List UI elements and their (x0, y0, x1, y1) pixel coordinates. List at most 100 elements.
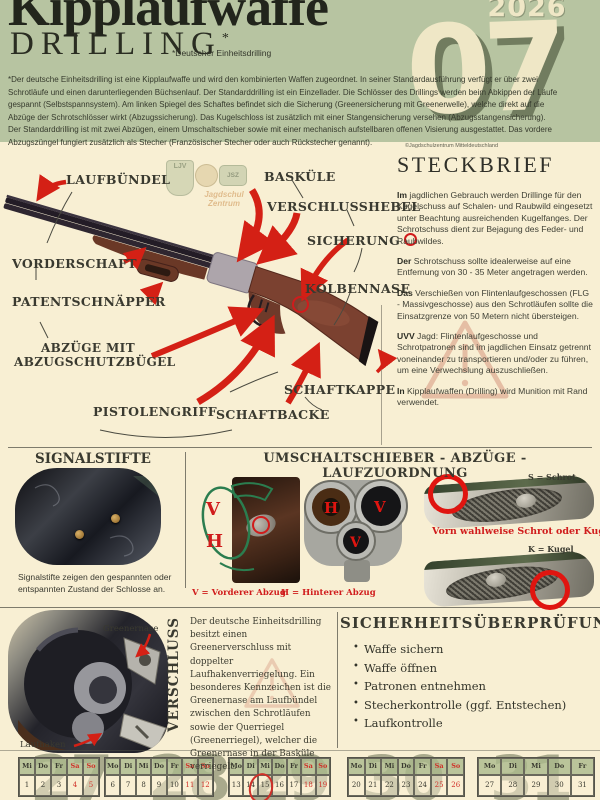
tang-photo-kugel (424, 550, 594, 608)
calendar-day-header: Fr (51, 758, 67, 775)
calendar-day-cell[interactable]: 26 (447, 775, 464, 796)
label-vorderschaft: VORDERSCHAFT (12, 256, 137, 271)
calendar-day-header: Mo (105, 758, 121, 775)
calendar-day-cell[interactable]: 15 (257, 775, 273, 796)
svg-text:H: H (324, 499, 338, 517)
calendar-day-cell[interactable]: 29 (524, 775, 548, 796)
calendar-day-cell[interactable]: 24 (414, 775, 431, 796)
logo-text-line1: Jagdschul (204, 190, 244, 199)
calendar-day-header: So (315, 758, 330, 775)
calendar-day-header: Fr (166, 758, 183, 775)
checklist-item: Laufkontrolle (353, 716, 592, 730)
checklist-item: Patronen entnehmen (353, 679, 592, 693)
calendar-day-cell[interactable]: 4 (67, 775, 83, 796)
label-abzuege-line2: ABZUGSCHUTZBÜGEL (14, 355, 176, 369)
signal-pin-icon (75, 530, 84, 539)
calendar-day-header: Sa (67, 758, 83, 775)
calendar-day-cell[interactable]: 7 (120, 775, 136, 796)
key-schrot: S = Schrot (528, 472, 576, 482)
subtitle-asterisk: * (221, 31, 229, 46)
calendar-day-cell[interactable]: 5 (83, 775, 99, 796)
calendar-day-header: Mo (348, 758, 365, 775)
verschluss-heading: VERSCHLUSS (166, 617, 182, 732)
calendar-day-header: Sa (430, 758, 448, 775)
calendar-day-cell[interactable]: 10 (166, 775, 183, 796)
steckbrief-paragraph: Der Schrotschuss sollte idealerweise auf… (397, 256, 588, 278)
svg-text:V: V (205, 499, 221, 520)
calendar-day-cell[interactable]: 1 (19, 775, 35, 796)
engraving-decor (34, 476, 161, 557)
divider (0, 607, 600, 608)
calendar-day-cell[interactable]: 28 (501, 775, 525, 796)
header-band (0, 0, 600, 142)
calendar-day-cell[interactable]: 19 (315, 775, 330, 796)
signalstifte-photo (15, 468, 161, 565)
calendar-day-cell[interactable]: 18 (301, 775, 316, 796)
calendar-day-cell[interactable]: 8 (135, 775, 152, 796)
calendar-day-cell[interactable]: 20 (348, 775, 365, 796)
calendar-day-cell[interactable]: 31 (570, 775, 594, 796)
signalstifte-heading: SIGNALSTIFTE (35, 451, 151, 467)
page-title: Kipplaufwaffe (8, 0, 329, 37)
calendar-day-cell[interactable]: 13 (229, 775, 244, 796)
calendar-day-header: So (197, 758, 213, 775)
calendar-day-cell[interactable]: 3 (51, 775, 67, 796)
verschluss-text: Der deutsche Einheitsdrilling besitzt ei… (190, 617, 331, 773)
calendar-day-cell[interactable]: 21 (364, 775, 382, 796)
calendar-day-cell[interactable]: 9 (151, 775, 167, 796)
calendar-day-header: Do (151, 758, 167, 775)
calendar-day-cell[interactable]: 16 (272, 775, 287, 796)
calendar-day-header: Fr (570, 758, 594, 775)
divider (8, 447, 592, 448)
year-numeral: 2026 (487, 0, 567, 23)
credit-text: ©Jagdschulzentrum Mitteldeutschland (405, 143, 499, 149)
calendar-day-header: So (83, 758, 99, 775)
checkering (451, 482, 563, 528)
calendar: 27MiDoFrSaSo1234528MoDiMiDoFrSaSo6789101… (0, 748, 600, 800)
calendar-day-cell[interactable]: 2 (35, 775, 51, 796)
legend-hinterer-abzug: H = Hinterer Abzug (281, 588, 376, 598)
intro-paragraph: *Der deutsche Einheitsdrilling ist eine … (8, 75, 558, 147)
calendar-day-cell[interactable]: 25 (430, 775, 448, 796)
calendar-day-header: Mi (19, 758, 35, 775)
calendar-day-cell[interactable]: 11 (182, 775, 198, 796)
calendar-day-cell[interactable]: 27 (478, 775, 502, 796)
divider (185, 452, 186, 588)
calendar-day-cell[interactable]: 22 (381, 775, 398, 796)
calendar-day-cell[interactable]: 17 (286, 775, 302, 796)
label-baskuele: BASKÜLE (264, 169, 336, 184)
steckbrief-paragraph: In Kipplaufwaffen (Drilling) wird Muniti… (397, 385, 588, 408)
schrot-marking-ring-icon (428, 474, 468, 514)
calendar-day-cell[interactable]: 23 (397, 775, 415, 796)
calendar-day-cell[interactable]: 12 (197, 775, 213, 796)
svg-text:H: H (206, 531, 223, 552)
trigger-guard-overlay: V H (201, 482, 274, 572)
steckbrief-text: Im jagdlichen Gebrauch werden Drillinge … (397, 190, 594, 418)
subtitle-note: *Deutscher Einheitsdrilling (172, 48, 272, 58)
calendar-week-block: MoDiMiDoFrSaSo13141516171819 (228, 757, 331, 797)
divider (381, 305, 382, 445)
calendar-day-cell[interactable]: 6 (105, 775, 121, 796)
calendar-day-header: So (447, 758, 464, 775)
calendar-day-cell[interactable]: 30 (547, 775, 571, 796)
label-schaftbacke: SCHAFTBACKE (216, 407, 330, 422)
signalstifte-caption: Signalstifte zeigen den gespannten oder … (18, 572, 172, 594)
jsz-badge-icon: JSZ (219, 165, 247, 186)
steckbrief-heading: STECKBRIEF (397, 152, 555, 177)
calendar-day-header: Fr (414, 758, 431, 775)
checklist-item: Stecherkontrolle (ggf. Entstechen) (353, 698, 592, 712)
divider (0, 750, 600, 751)
label-laufhaken: Laufhaken (20, 740, 66, 750)
calendar-day-header: Do (547, 758, 571, 775)
calendar-day-header: Mo (229, 758, 244, 775)
label-abzuege-line1: ABZÜGE MIT (40, 341, 136, 355)
calendar-day-header: Di (120, 758, 136, 775)
steckbrief-paragraph: Im jagdlichen Gebrauch werden Drillinge … (397, 190, 593, 246)
logo-text-line2: Zentrum (208, 199, 240, 208)
label-patentschnaepper: PATENTSCHNÄPPER (12, 294, 166, 309)
sicherheit-heading: SICHERHEITSÜBERPRÜFUNG (340, 614, 600, 632)
